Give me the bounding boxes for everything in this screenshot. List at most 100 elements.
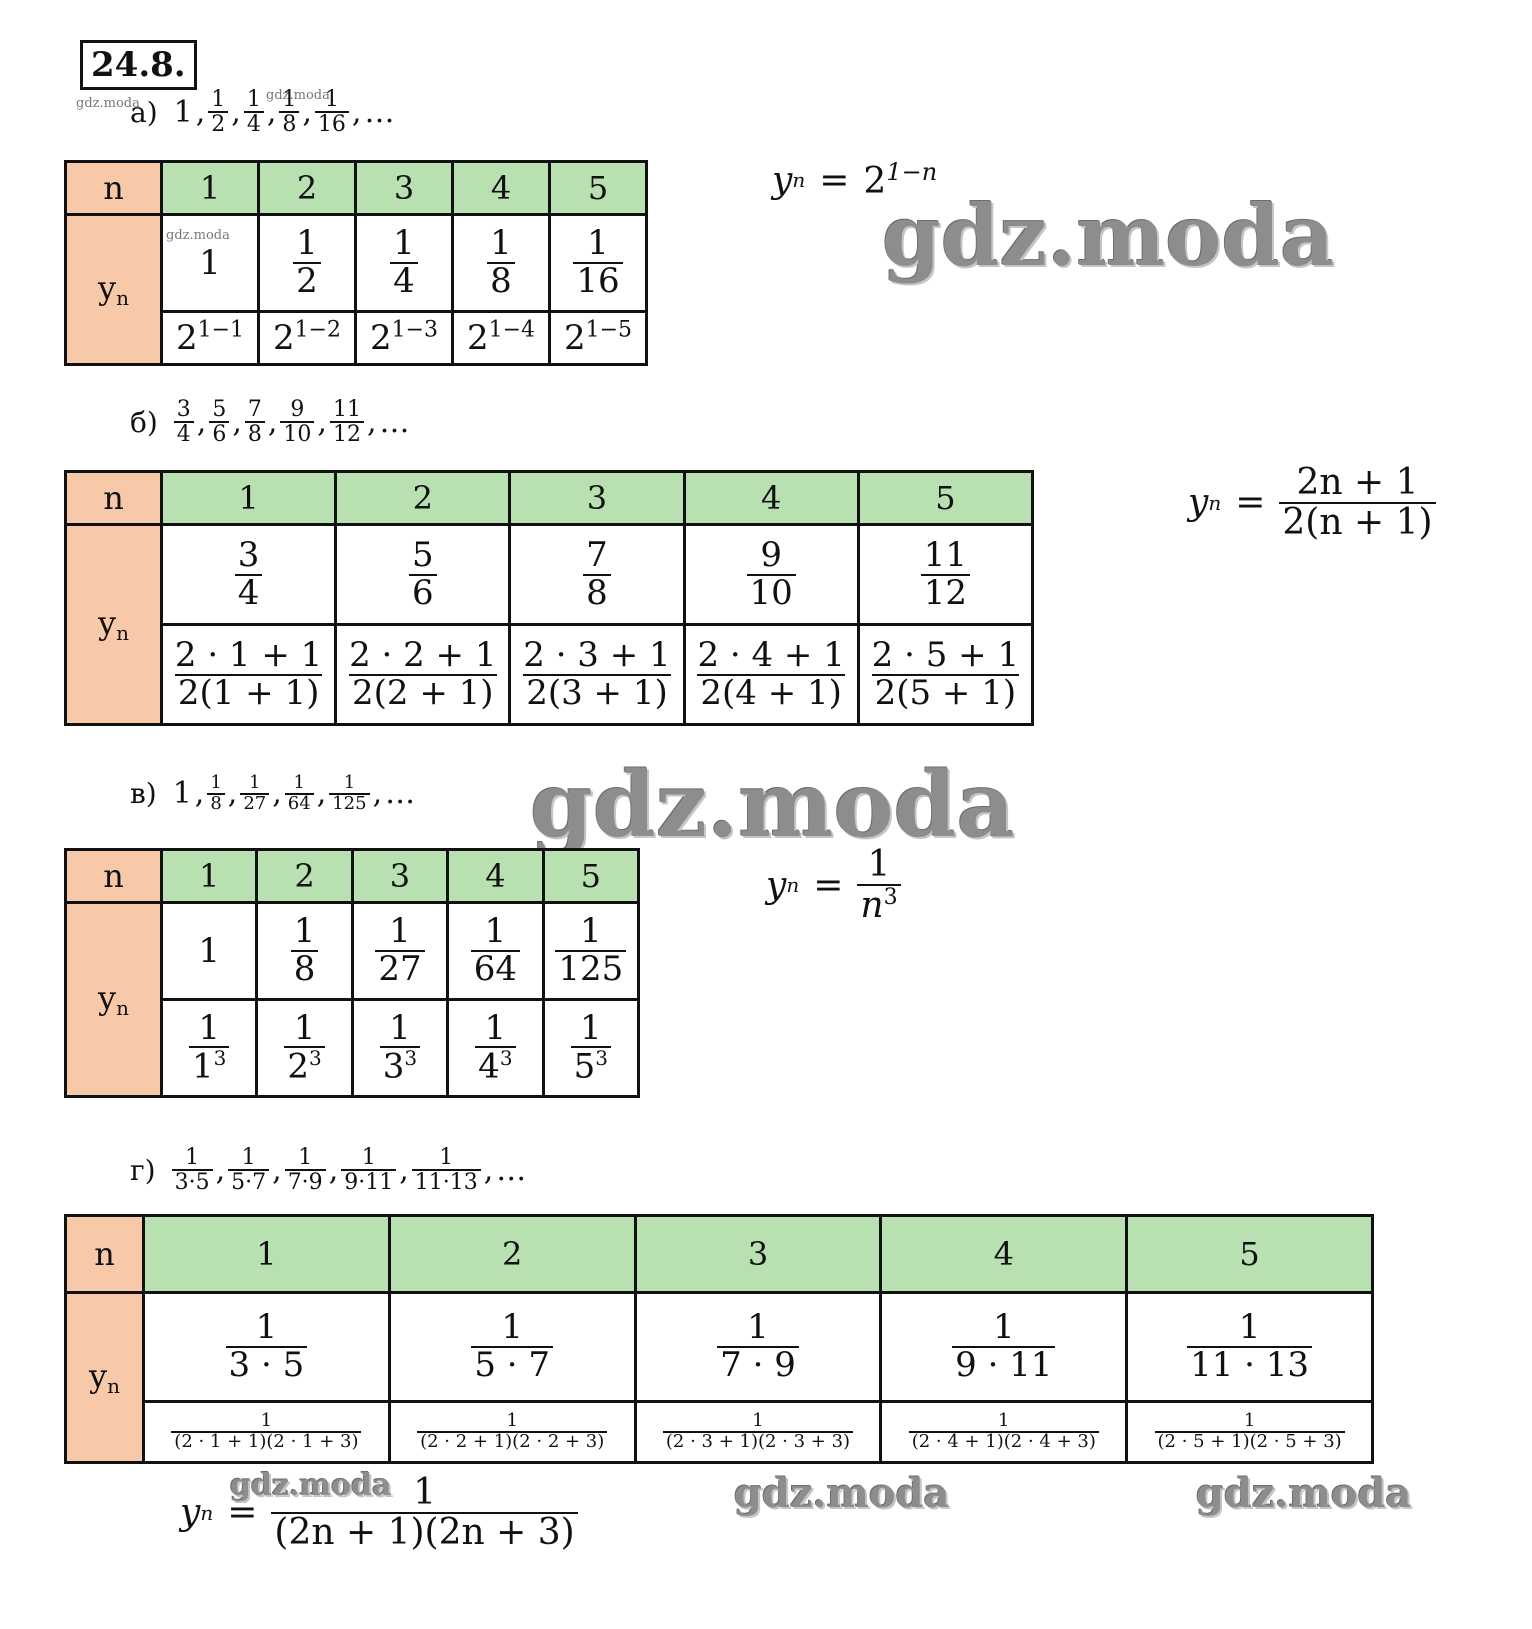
fraction-denominator: 27 [375,949,425,988]
fraction-numerator: 1 [293,772,305,793]
whole-number: 1 [173,94,193,130]
fraction-denominator: 16 [573,261,623,300]
fraction-denominator: (2 · 5 + 1)(2 · 5 + 3) [1154,1431,1345,1452]
separator: , [366,404,377,440]
fraction-numerator: 1 [747,1307,769,1348]
fraction-denominator: 10 [280,421,315,446]
n-header: n [64,1214,145,1294]
fraction-numerator: 1 [282,87,297,112]
fraction-numerator: 1 [293,911,316,952]
separator: , [302,94,312,130]
fraction-numerator: 1 [752,1410,764,1432]
ellipsis: … [496,1152,527,1188]
expression-cell: 1(2 · 2 + 1)(2 · 2 + 3) [387,1400,637,1464]
fraction-denominator: 8 [279,111,300,136]
separator: , [195,94,206,130]
fraction-denominator: 12 [329,421,364,446]
separator: , [272,776,282,812]
fraction-numerator: 2 · 5 + 1 [871,634,1020,675]
fraction-denominator: 8 [290,949,319,988]
n-cell: 1 [142,1214,391,1294]
fraction-denominator: 64 [284,792,314,814]
fraction-denominator: 7·9 [284,1169,326,1194]
separator: , [227,776,238,812]
whole-number: 1 [198,930,221,971]
watermark-small: gdz.moda [76,96,140,111]
n-header: n [64,848,163,904]
fraction-numerator: 7 [586,534,608,575]
n-cell: 2 [255,848,354,904]
fraction-numerator: 11 [332,397,361,422]
watermark-small: gdz.moda [266,88,330,103]
fraction: 1(2 · 5 + 1)(2 · 5 + 3) [1154,1411,1345,1452]
problem-number: 24.8. [80,40,197,90]
fraction-denominator: (2 · 3 + 1)(2 · 3 + 3) [662,1431,854,1452]
fraction-numerator: 1 [260,1410,273,1432]
fraction-denominator: 4 [173,421,194,446]
n-cell: 4 [682,469,860,527]
fraction-denominator: 6 [408,573,437,612]
separator: , [231,94,241,130]
separator: , [351,94,362,130]
fraction-denominator: 2(2 + 1) [349,673,497,712]
fraction-denominator: 16 [314,111,349,136]
fraction-numerator: 1 [579,911,602,952]
fraction-denominator: 2 [293,261,321,300]
fraction-numerator: 7 [247,397,262,422]
fraction-numerator: 1 [992,1307,1015,1348]
fraction-numerator: 1 [1238,1307,1261,1348]
fraction-denominator: 125 [555,949,627,988]
separator: , [272,1152,282,1188]
n-cell: 1 [159,848,259,904]
fraction-denominator: 9 · 11 [952,1346,1056,1384]
fraction-denominator: 4 [234,573,263,612]
n-cell: 2 [334,469,512,527]
fraction-denominator: (2 · 4 + 1)(2 · 4 + 3) [908,1431,1099,1452]
fraction-numerator: 1 [249,772,261,793]
fraction-denominator: 10 [746,573,796,612]
fraction-numerator: 1 [506,1410,518,1432]
n-cell: 1 [160,160,260,216]
fraction-numerator: 1 [324,87,339,112]
watermark-large: gdz.moda [530,752,1015,858]
fraction-numerator: 1 [490,223,512,264]
fraction-numerator: 5 [411,534,434,575]
n-cell: 5 [1125,1214,1374,1294]
n-cell: 2 [257,160,357,216]
fraction-numerator: 2 · 2 + 1 [349,634,497,675]
